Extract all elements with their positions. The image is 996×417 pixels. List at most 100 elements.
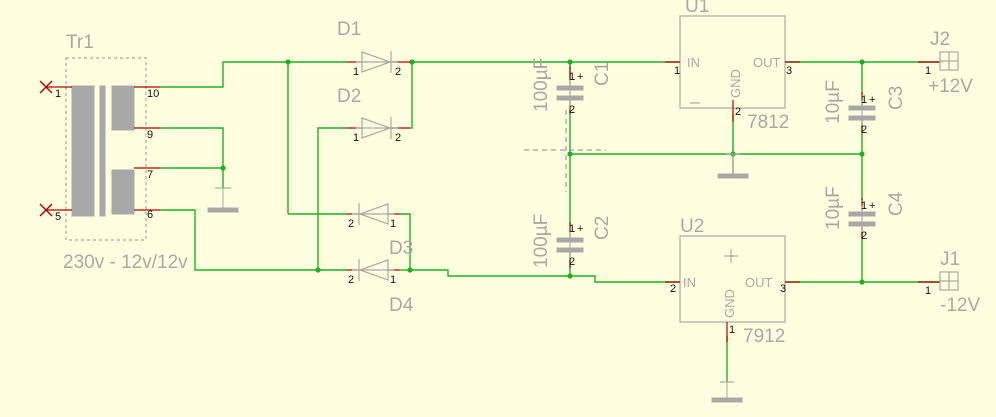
wire-neg-rail: [410, 269, 680, 283]
u2-value: 7912: [743, 326, 785, 347]
pin-label: 2: [670, 283, 676, 295]
d1-ref: D1: [337, 19, 361, 40]
regulator-u2[interactable]: U2 IN OUT GND 2 3 1 7912: [665, 216, 800, 347]
u1-out-label: OUT: [753, 55, 781, 70]
crosshair-guide: [524, 110, 606, 192]
pin-label: 2: [861, 124, 867, 136]
junction-dot: [409, 59, 415, 65]
u2-gnd-label: GND: [722, 289, 737, 318]
d3-ref: D3: [389, 238, 413, 259]
u2-ref: U2: [680, 216, 704, 237]
wire-tr-pin6-d4: [160, 209, 346, 271]
u2-in-label: IN: [683, 275, 696, 290]
junction-dot: [285, 59, 291, 65]
c3-plus: +: [869, 94, 875, 106]
u2-out-label: OUT: [745, 275, 773, 290]
diode-d4[interactable]: D4 2 1: [346, 259, 414, 316]
transformer-tr1[interactable]: Tr1 230v - 12v/12v 1 5 10 9 7 6: [39, 32, 188, 273]
capacitor-c3[interactable]: + 1 2 10µF C3: [823, 80, 907, 136]
junction-dot: [220, 165, 226, 171]
pin-label: 1: [353, 132, 359, 144]
junction-dot: [859, 151, 865, 157]
ground-symbol-u2: [711, 381, 743, 403]
pin-label: 7: [147, 169, 153, 181]
pin-label: 2: [395, 132, 401, 144]
pin-label: 2: [569, 256, 575, 268]
capacitor-c1[interactable]: + 1 2 100µF C1: [531, 58, 613, 116]
ground-symbol-u1: [717, 153, 749, 179]
c1-plus: +: [577, 71, 583, 83]
pin-label: 1: [569, 223, 575, 235]
diode-d1[interactable]: D1 1 2: [337, 19, 410, 78]
ground-symbol-tr: [207, 187, 239, 213]
pin-label: 10: [147, 88, 159, 100]
junction-dot: [567, 151, 573, 157]
j1-value: -12V: [940, 295, 980, 316]
j2-ref: J2: [930, 29, 950, 50]
wire-d2-cathode: [410, 62, 413, 129]
wire-tr-pin10-d1: [160, 61, 346, 88]
c2-value: 100µF: [531, 214, 552, 268]
pin-label: 9: [147, 129, 153, 141]
pin-label: 1: [925, 285, 931, 297]
junction-dot: [407, 267, 413, 273]
tr1-ref: Tr1: [66, 32, 94, 53]
pin-label: 2: [861, 230, 867, 242]
junctions: [220, 59, 865, 285]
c3-ref: C3: [886, 86, 907, 110]
pin-label: 2: [735, 106, 741, 118]
junction-dot: [567, 273, 573, 279]
u1-gnd-label: GND: [728, 69, 743, 98]
diode-d2[interactable]: D2 1 2: [337, 86, 410, 144]
capacitor-c2[interactable]: + 1 2 100µF C2: [531, 214, 613, 268]
c2-ref: C2: [592, 216, 613, 240]
c2-plus: +: [577, 223, 583, 235]
wire-tr-pin9: [160, 127, 224, 169]
pin-label: 2: [348, 274, 354, 286]
c4-plus: +: [869, 200, 875, 212]
diode-d3[interactable]: D3 2 1: [346, 203, 413, 259]
pin-label: 3: [780, 283, 786, 295]
junction-dot: [567, 59, 573, 65]
pin-label: 2: [569, 104, 575, 116]
pin-label: 1: [861, 200, 867, 212]
junction-dot: [859, 279, 865, 285]
pin-label: 6: [147, 209, 153, 221]
d4-ref: D4: [389, 295, 414, 316]
tr1-value: 230v - 12v/12v: [63, 252, 188, 273]
u1-ref: U1: [685, 0, 709, 17]
wire-d3-cathode: [400, 213, 411, 270]
c4-value: 10µF: [823, 186, 844, 230]
j2-value: +12V: [928, 76, 973, 97]
pin-label: 5: [55, 211, 61, 223]
pin-label: 1: [55, 88, 61, 100]
d2-ref: D2: [337, 86, 361, 107]
wires: [160, 61, 940, 382]
pin-label: 1: [861, 94, 867, 106]
u1-in-label: IN: [687, 55, 700, 70]
c1-value: 100µF: [531, 58, 552, 112]
pin-label: 1: [729, 324, 735, 336]
connector-j2[interactable]: J2 +12V 1: [918, 29, 973, 97]
c1-ref: C1: [592, 62, 613, 86]
pin-label: 1: [674, 65, 680, 77]
pin-label: 3: [786, 65, 792, 77]
wire-d2-anode: [317, 127, 346, 270]
pin-label: 1: [925, 65, 931, 77]
regulator-u1[interactable]: U1 IN OUT GND 1 3 2 7812: [665, 0, 800, 133]
pin-label: 1: [353, 66, 359, 78]
pin-label: 2: [348, 218, 354, 230]
junction-dot: [315, 267, 321, 273]
connector-j1[interactable]: J1 -12V 1: [918, 249, 980, 316]
pin-label: 1: [569, 71, 575, 83]
u1-value: 7812: [747, 112, 789, 133]
c4-ref: C4: [886, 191, 907, 216]
capacitor-c4[interactable]: + 1 2 10µF C4: [823, 186, 907, 242]
j1-ref: J1: [940, 249, 960, 270]
pin-label: 1: [390, 218, 396, 230]
pin-label: 1: [390, 274, 396, 286]
c3-value: 10µF: [823, 80, 844, 124]
pin-label: 2: [395, 66, 401, 78]
junction-dot: [859, 59, 865, 65]
